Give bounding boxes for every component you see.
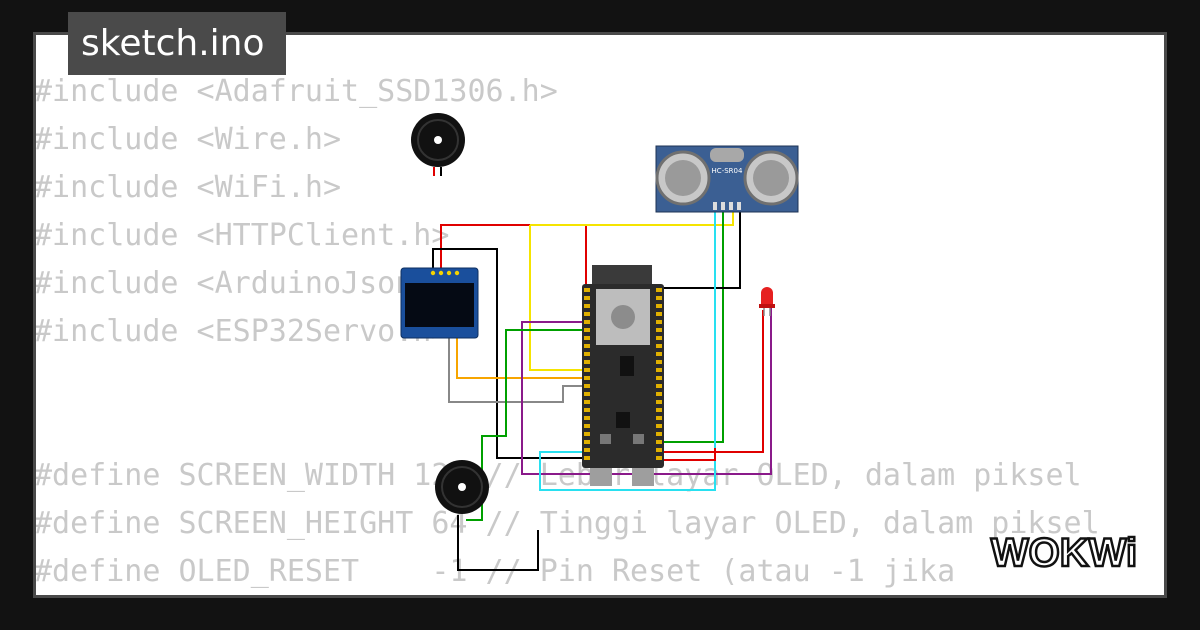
led-icon[interactable]: [759, 287, 775, 316]
file-tab[interactable]: sketch.ino: [68, 12, 286, 75]
code-line: #include <Wire.h>: [34, 122, 342, 157]
wire-red-led: [660, 310, 764, 453]
wire-yellow-top: [530, 210, 734, 226]
code-line: #define OLED_RESET -1 // Pin Reset (atau…: [34, 554, 956, 589]
code-line: #define SCREEN_WIDTH 128 // Lebar layar …: [34, 458, 1082, 493]
code-line: #include <Adafruit_SSD1306.h>: [34, 74, 558, 109]
wire-red: [440, 224, 587, 285]
wire-green-buzzer: [466, 329, 585, 521]
wire-yellow-left: [529, 225, 585, 371]
wire-black-sensor: [660, 210, 741, 289]
buzzer-icon[interactable]: [411, 113, 465, 176]
wire-green-sensor: [660, 210, 724, 443]
oled-display[interactable]: [400, 267, 479, 339]
sensor-model-label: HC-SR04: [712, 167, 743, 175]
wire-black-buzzer: [457, 515, 539, 571]
wire-black-oled: [432, 248, 585, 459]
buzzer-icon[interactable]: [435, 460, 489, 514]
wokwi-logo-text: WOKWi: [991, 531, 1137, 575]
code-line: #include <HTTPClient.h>: [34, 218, 450, 253]
code-preview: #include <Adafruit_SSD1306.h> #include <W…: [34, 68, 1100, 596]
code-line: #define SCREEN_HEIGHT 64 // Tinggi layar…: [34, 506, 1100, 541]
wire-gray: [448, 270, 585, 403]
wire-purple: [521, 306, 772, 475]
wire-cyan: [539, 210, 716, 491]
wokwi-logo: WOKWi: [990, 530, 1139, 577]
wire-red-short: [660, 448, 716, 461]
esp32-board[interactable]: [582, 265, 664, 486]
code-line: #include <WiFi.h>: [34, 170, 342, 205]
ultrasonic-sensor[interactable]: HC-SR04: [655, 145, 799, 213]
